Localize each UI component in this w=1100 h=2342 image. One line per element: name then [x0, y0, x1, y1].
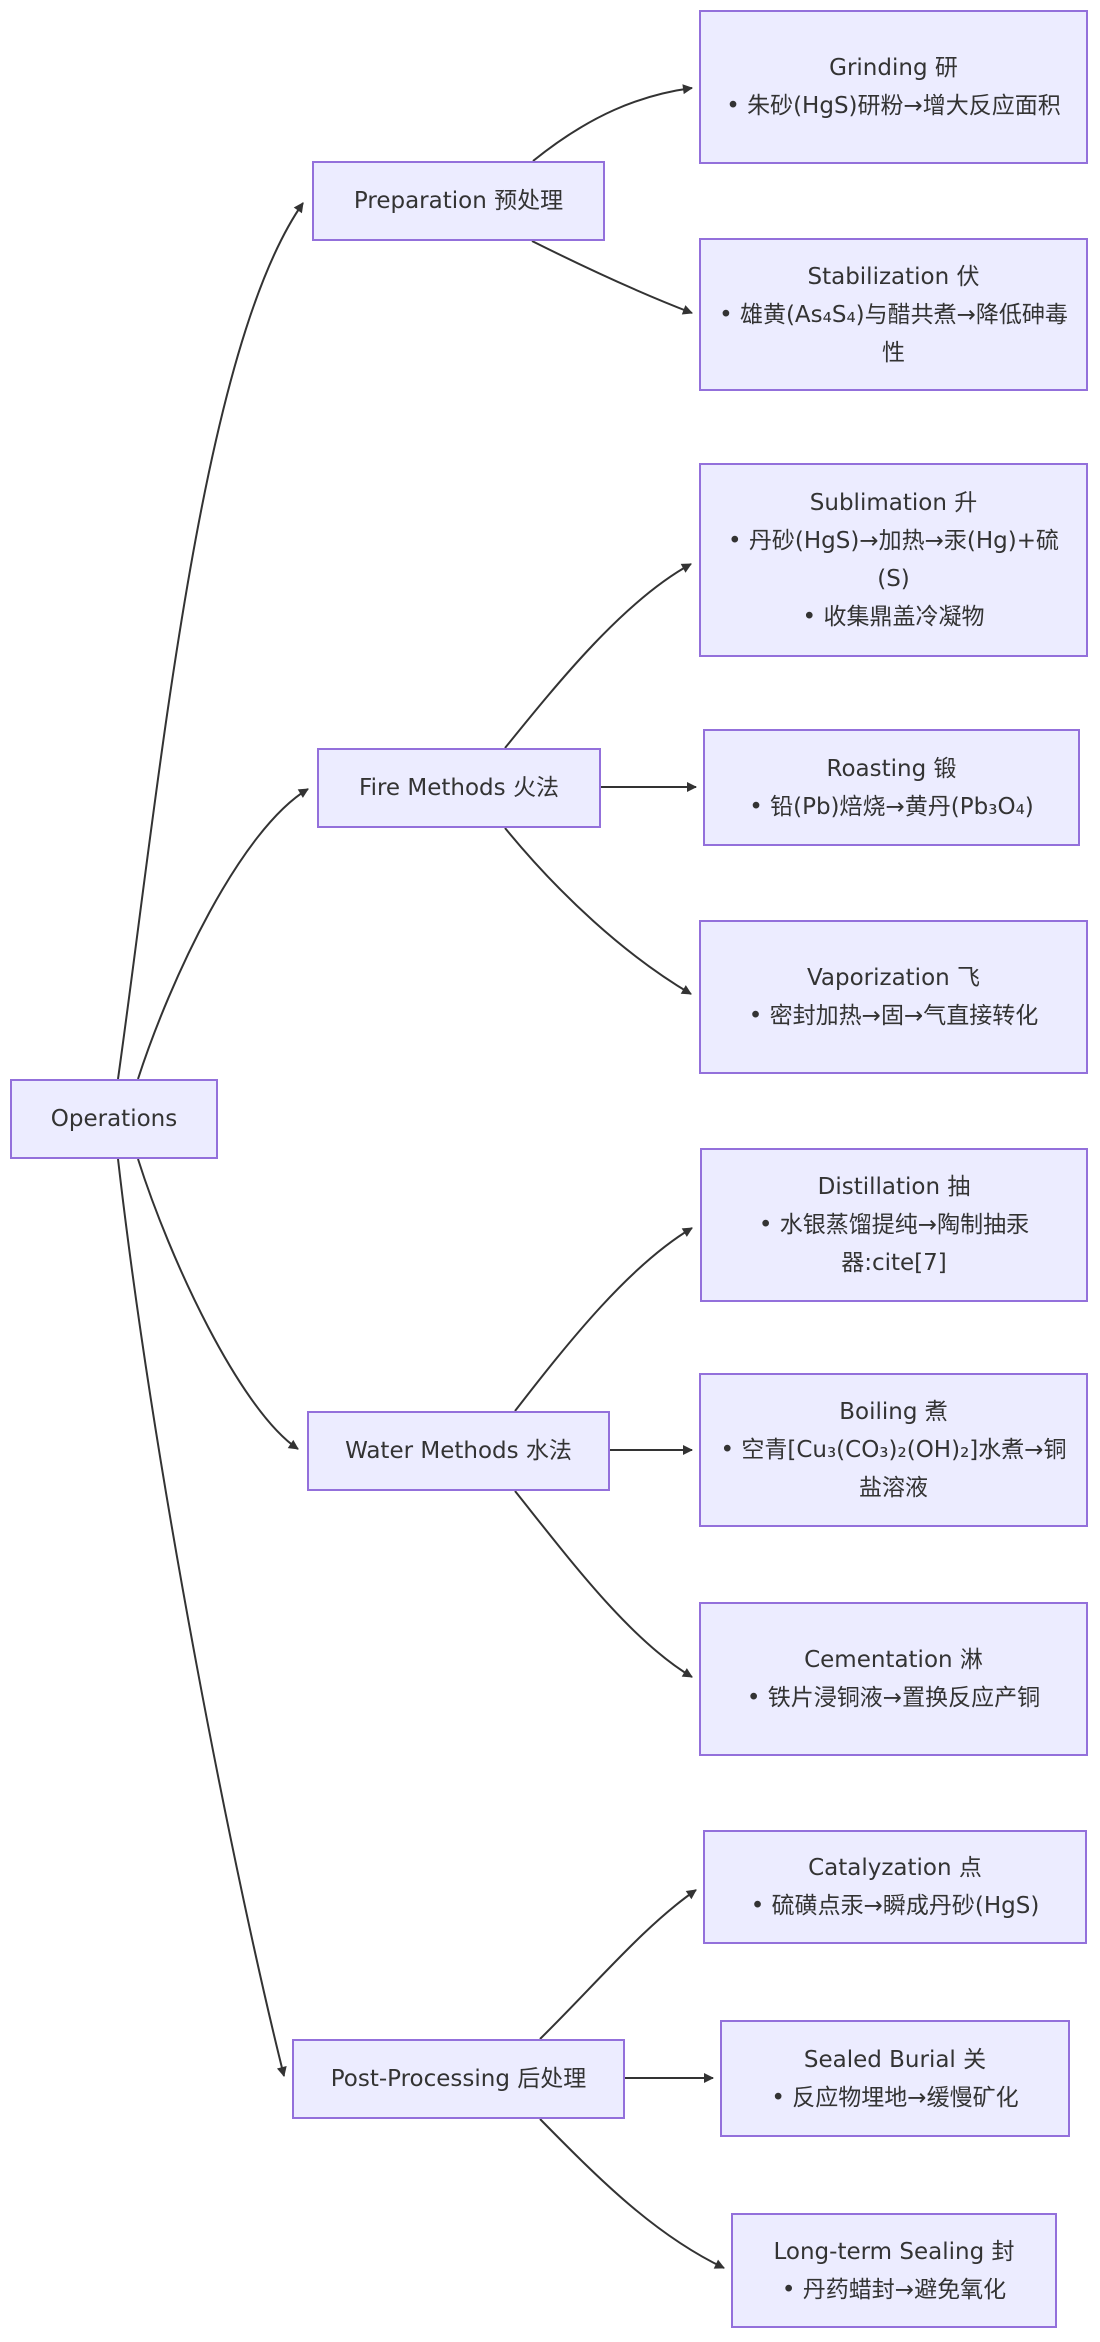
node-preparation: Preparation 预处理	[312, 161, 605, 241]
node-preparation-title: Preparation 预处理	[353, 188, 564, 214]
node-fire-methods: Fire Methods 火法	[317, 748, 601, 828]
bullet-list: 丹药蜡封→避免氧化	[782, 2271, 1006, 2309]
node-boiling: Boiling 煮 空青[Cu₃(CO₃)₂(OH)₂]水煮→铜盐溶液	[699, 1373, 1088, 1527]
edge-post-catalyzation	[539, 1889, 697, 2040]
node-stabilization: Stabilization 伏 雄黄(As₄S₄)与醋共煮→降低砷毒性	[699, 238, 1088, 391]
bullet-list: 朱砂(HgS)研粉→增大反应面积	[726, 87, 1061, 125]
bullet-item: 丹砂(HgS)→加热→汞(Hg)+硫(S)	[717, 522, 1070, 598]
edge-operations-fire-methods	[137, 788, 309, 1080]
node-sublimation: Sublimation 升 丹砂(HgS)→加热→汞(Hg)+硫(S) 收集鼎盖…	[699, 463, 1088, 657]
bullet-list: 铅(Pb)焙烧→黄丹(Pb₃O₄)	[749, 788, 1034, 826]
bullet-item: 雄黄(As₄S₄)与醋共煮→降低砷毒性	[717, 296, 1070, 372]
node-sublimation-title: Sublimation 升	[809, 490, 978, 516]
bullet-list: 铁片浸铜液→置换反应产铜	[747, 1679, 1040, 1717]
node-roasting: Roasting 锻 铅(Pb)焙烧→黄丹(Pb₃O₄)	[703, 729, 1080, 846]
node-grinding-title: Grinding 研	[829, 55, 958, 81]
node-water-methods: Water Methods 水法	[307, 1411, 610, 1491]
bullet-list: 雄黄(As₄S₄)与醋共煮→降低砷毒性	[717, 296, 1070, 372]
node-post-processing: Post-Processing 后处理	[292, 2039, 625, 2119]
node-grinding: Grinding 研 朱砂(HgS)研粉→增大反应面积	[699, 10, 1088, 164]
bullet-item: 铅(Pb)焙烧→黄丹(Pb₃O₄)	[749, 788, 1034, 826]
bullet-item: 反应物埋地→缓慢矿化	[771, 2079, 1018, 2117]
node-catalyzation-title: Catalyzation 点	[808, 1855, 982, 1881]
node-operations: Operations	[10, 1079, 218, 1159]
bullet-item: 空青[Cu₃(CO₃)₂(OH)₂]水煮→铜盐溶液	[717, 1431, 1070, 1507]
node-water-methods-title: Water Methods 水法	[345, 1438, 572, 1464]
edge-operations-post-processing	[117, 1158, 287, 2077]
edge-operations-water-methods	[137, 1158, 299, 1450]
node-distillation: Distillation 抽 水银蒸馏提纯→陶制抽汞器:cite[7]	[700, 1148, 1088, 1302]
bullet-item: 丹药蜡封→避免氧化	[782, 2271, 1006, 2309]
edge-preparation-stabilization	[531, 240, 693, 315]
edge-fire-sublimation	[504, 563, 692, 749]
node-sealed-burial: Sealed Burial 关 反应物埋地→缓慢矿化	[720, 2020, 1070, 2137]
node-operations-title: Operations	[50, 1106, 178, 1132]
node-distillation-title: Distillation 抽	[817, 1174, 971, 1200]
node-sealed-burial-title: Sealed Burial 关	[803, 2046, 987, 2073]
bullet-list: 空青[Cu₃(CO₃)₂(OH)₂]水煮→铜盐溶液	[717, 1431, 1070, 1507]
node-stabilization-title: Stabilization 伏	[807, 263, 980, 290]
node-cementation: Cementation 淋 铁片浸铜液→置换反应产铜	[699, 1602, 1088, 1756]
edge-fire-vaporization	[504, 827, 692, 995]
bullet-list: 丹砂(HgS)→加热→汞(Hg)+硫(S) 收集鼎盖冷凝物	[717, 522, 1070, 636]
bullet-list: 反应物埋地→缓慢矿化	[771, 2079, 1018, 2117]
bullet-list: 密封加热→固→气直接转化	[749, 997, 1039, 1035]
node-longterm-sealing-title: Long-term Sealing 封	[773, 2238, 1015, 2265]
node-boiling-title: Boiling 煮	[839, 1399, 948, 1425]
bullet-list: 硫磺点汞→瞬成丹砂(HgS)	[751, 1887, 1040, 1925]
bullet-item: 水银蒸馏提纯→陶制抽汞器:cite[7]	[718, 1206, 1070, 1282]
node-roasting-title: Roasting 锻	[826, 755, 957, 782]
edge-post-longterm-sealing	[539, 2118, 725, 2269]
bullet-item: 密封加热→固→气直接转化	[749, 997, 1039, 1035]
edge-preparation-grinding	[532, 84, 693, 162]
edge-water-distillation	[514, 1227, 693, 1412]
bullet-item: 铁片浸铜液→置换反应产铜	[747, 1679, 1040, 1717]
bullet-item: 朱砂(HgS)研粉→增大反应面积	[726, 87, 1061, 125]
edge-operations-preparation	[117, 202, 304, 1080]
node-catalyzation: Catalyzation 点 硫磺点汞→瞬成丹砂(HgS)	[703, 1830, 1087, 1944]
node-vaporization-title: Vaporization 飞	[806, 965, 981, 991]
node-longterm-sealing: Long-term Sealing 封 丹药蜡封→避免氧化	[731, 2213, 1057, 2328]
edge-water-cementation	[514, 1490, 693, 1678]
node-cementation-title: Cementation 淋	[804, 1647, 983, 1673]
bullet-item: 收集鼎盖冷凝物	[717, 598, 1070, 636]
bullet-list: 水银蒸馏提纯→陶制抽汞器:cite[7]	[718, 1206, 1070, 1282]
node-fire-methods-title: Fire Methods 火法	[359, 775, 559, 801]
node-vaporization: Vaporization 飞 密封加热→固→气直接转化	[699, 920, 1088, 1074]
node-post-processing-title: Post-Processing 后处理	[330, 2066, 587, 2092]
bullet-item: 硫磺点汞→瞬成丹砂(HgS)	[751, 1887, 1040, 1925]
